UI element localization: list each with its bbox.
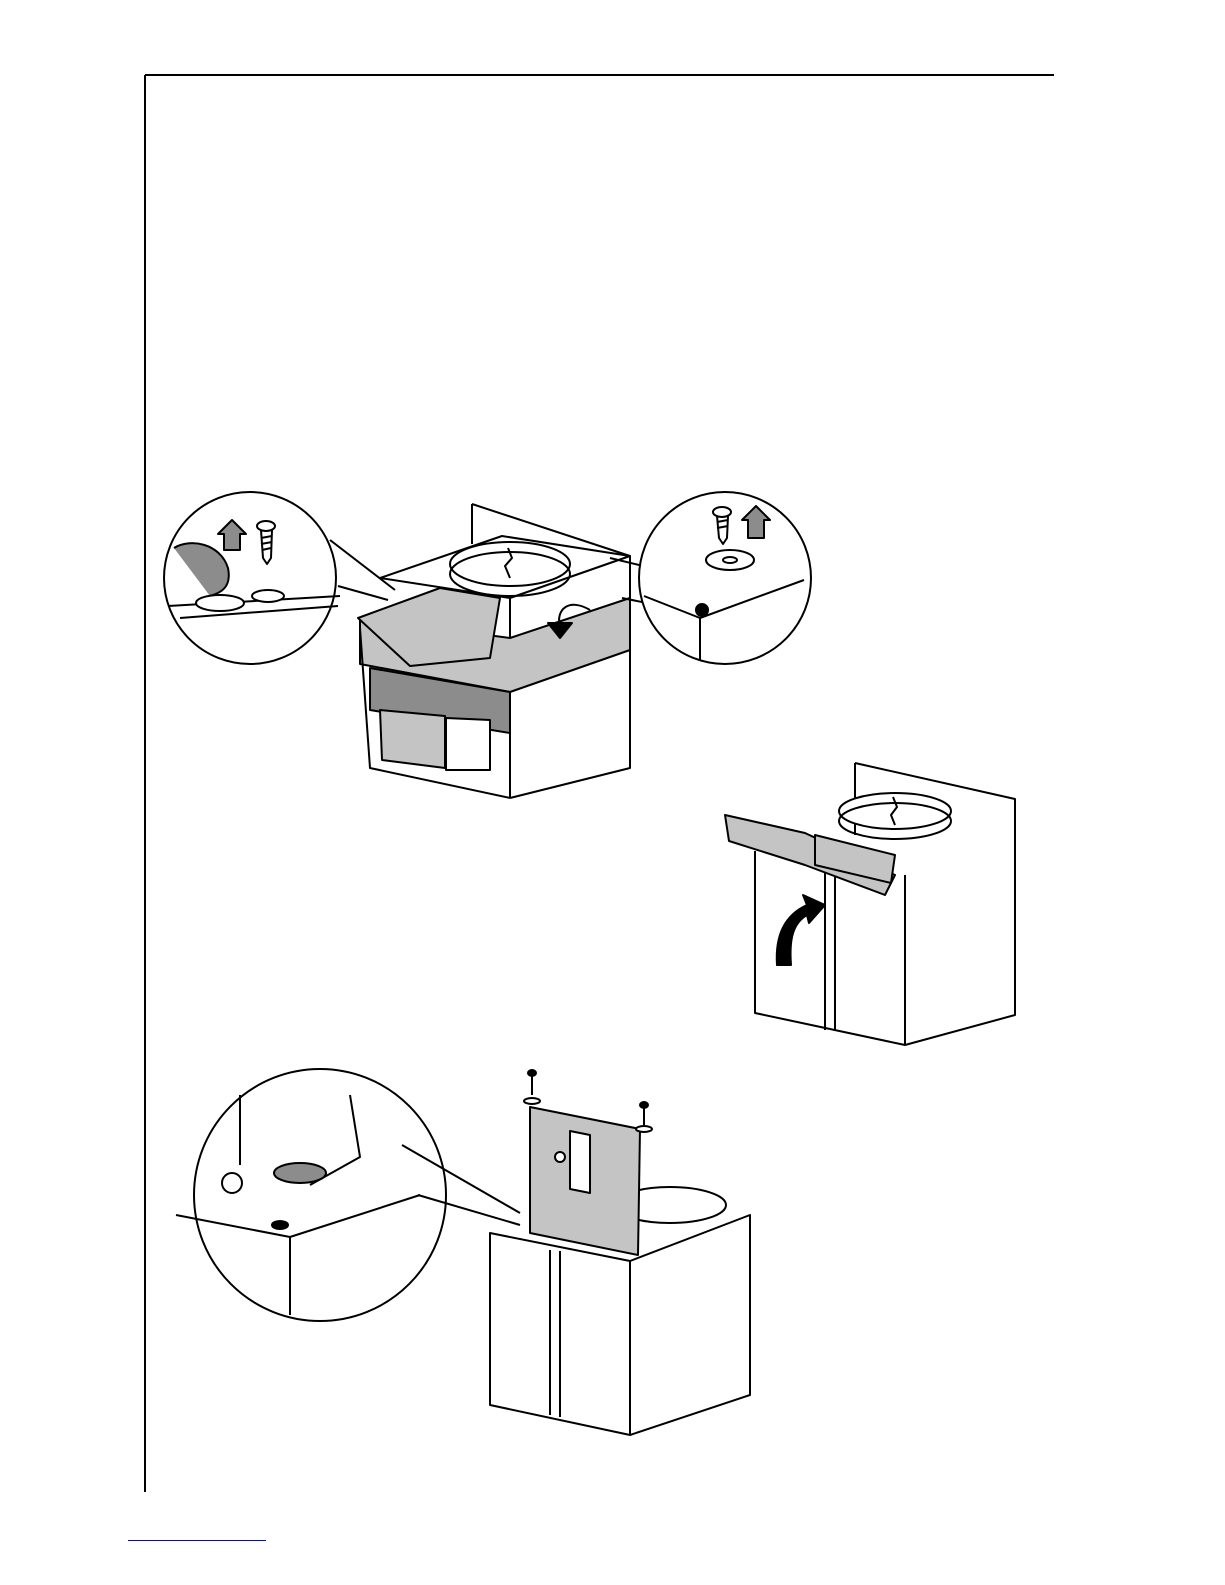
magnifier-detail-icon <box>164 492 340 664</box>
washer-icon <box>528 1070 648 1108</box>
bracket-icon <box>530 1107 640 1255</box>
magnifier-detail-icon <box>639 492 811 664</box>
hood-box-icon <box>358 504 630 798</box>
figure-mount-bracket <box>160 1065 760 1455</box>
footer-link[interactable] <box>128 1540 266 1541</box>
curved-arrow-up-icon <box>777 895 825 965</box>
magnifier-detail-icon <box>176 1069 446 1321</box>
figure-lift-filter-cover <box>715 755 1035 1055</box>
